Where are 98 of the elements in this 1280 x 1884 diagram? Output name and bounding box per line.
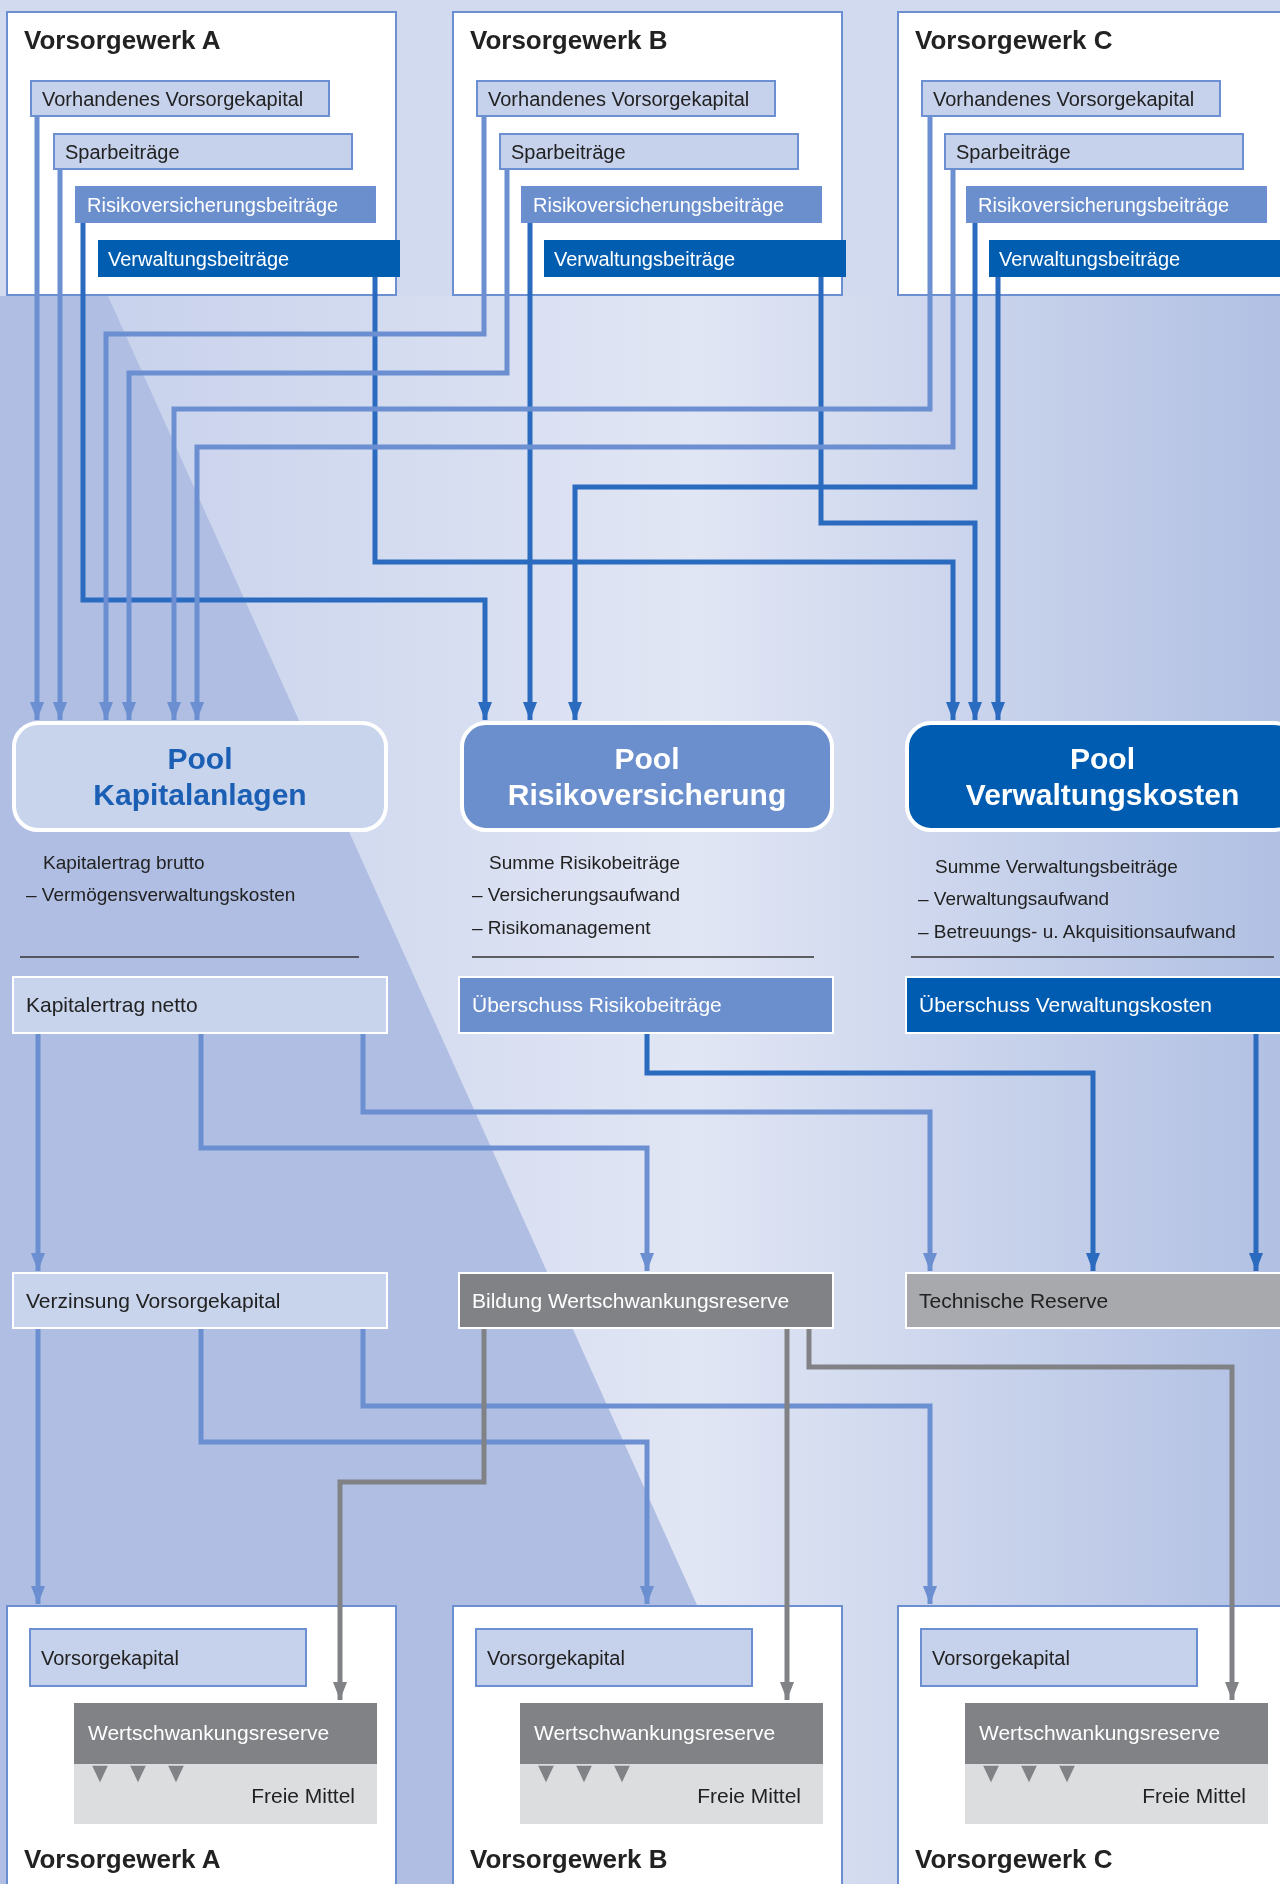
box-label: Sparbeiträge: [511, 140, 626, 163]
arrow: [122, 168, 510, 720]
box-label: Überschuss Verwaltungskosten: [919, 993, 1212, 1017]
contribution-box: [966, 186, 1267, 223]
box-label: Wertschwankungsreserve: [88, 1721, 330, 1745]
box-label: Vorhandenes Vorsorgekapital: [488, 87, 750, 110]
contribution-box: [921, 80, 1221, 117]
box-label: Sparbeiträge: [65, 140, 180, 163]
cost-item-text: – Vermögensverwaltungskosten: [26, 883, 296, 907]
arrow: [53, 168, 67, 720]
arrow: [333, 1329, 487, 1700]
box-label: Risikoversicherungsbeiträge: [87, 193, 339, 216]
cost-item-text: – Verwaltungsaufwand: [918, 887, 1110, 911]
organization-panel: [452, 1605, 843, 1884]
arrow: [360, 1034, 937, 1271]
box-label: Wertschwankungsreserve: [534, 1721, 776, 1745]
contribution-box: [75, 186, 376, 223]
panel-title: Vorsorgewerk C: [915, 1844, 1113, 1875]
arrow: [818, 275, 982, 720]
contribution-box: [476, 80, 776, 117]
cost-item-text: – Betreuungs- u. Akquisitionsaufwand: [918, 920, 1236, 944]
reserve-box: [965, 1703, 1268, 1824]
result-box: [905, 1272, 1280, 1329]
box-label: Vorhandenes Vorsorgekapital: [933, 87, 1195, 110]
box-label: Freie Mittel: [251, 1784, 355, 1808]
arrow: [644, 1034, 1100, 1271]
cost-item-text: Summe Risikobeiträge: [489, 851, 681, 875]
box-label: Risikoversicherungsbeiträge: [533, 193, 785, 216]
arrow: [991, 275, 1005, 720]
cost-item-text: – Risikomanagement: [472, 916, 651, 940]
cost-item-text: Kapitalertrag brutto: [43, 851, 205, 875]
arrow: [806, 1329, 1239, 1700]
arrow: [523, 221, 537, 720]
panel-title: Vorsorgewerk A: [24, 25, 221, 56]
box-label: Sparbeiträge: [956, 140, 1071, 163]
organization-panel: [452, 11, 843, 296]
box-label: Verwaltungsbeiträge: [999, 247, 1181, 270]
organization-panel: [897, 11, 1280, 296]
arrow: [198, 1034, 654, 1271]
result-box: [458, 1272, 834, 1329]
contribution-box: [989, 240, 1280, 277]
contribution-box: [920, 1628, 1198, 1687]
box-label: Bildung Wertschwankungsreserve: [472, 1288, 790, 1313]
cost-item-text: Summe Verwaltungsbeiträge: [935, 855, 1178, 879]
box-label: Vorsorgekapital: [487, 1646, 625, 1669]
box-label: Wertschwankungsreserve: [979, 1721, 1221, 1745]
box-label: Risikoversicherungsbeiträge: [978, 193, 1230, 216]
box-label: Vorhandenes Vorsorgekapital: [42, 87, 304, 110]
arrow: [31, 1329, 45, 1604]
cost-item-text: – Versicherungsaufwand: [472, 883, 681, 907]
arrow: [99, 115, 487, 720]
reserve-box: [74, 1703, 377, 1824]
arrow: [31, 1034, 45, 1271]
arrow: [198, 1329, 654, 1604]
arrow: [780, 1329, 794, 1700]
result-box: [12, 1272, 388, 1329]
box-label: Freie Mittel: [697, 1784, 801, 1808]
result-box: [458, 976, 834, 1034]
box-label: Verzinsung Vorsorgekapital: [26, 1288, 281, 1313]
contribution-box: [499, 133, 799, 170]
panel-title: Vorsorgewerk C: [915, 25, 1113, 56]
box-label: Kapitalertrag netto: [26, 993, 198, 1017]
panel-title: Vorsorgewerk A: [24, 1844, 221, 1875]
pool-box: [905, 721, 1280, 832]
pool-title: Pool Kapitalanlagen: [93, 740, 307, 813]
contribution-box: [544, 240, 846, 277]
pool-box: [460, 721, 834, 832]
pool-title: Pool Risikoversicherung: [507, 740, 787, 813]
contribution-box: [475, 1628, 753, 1687]
contribution-box: [30, 80, 330, 117]
contribution-box: [53, 133, 353, 170]
pool-box: [12, 721, 388, 832]
arrow: [568, 221, 978, 720]
contribution-box: [98, 240, 400, 277]
arrow: [1249, 1034, 1263, 1271]
box-label: Vorsorgekapital: [932, 1646, 1070, 1669]
panel-title: Vorsorgewerk B: [470, 25, 668, 56]
arrow: [30, 115, 44, 720]
arrow: [80, 221, 492, 720]
organization-panel: [6, 11, 397, 296]
box-label: Überschuss Risikobeiträge: [472, 993, 722, 1017]
reserve-box: [520, 1703, 823, 1824]
result-box: [905, 976, 1280, 1034]
arrow: [360, 1329, 937, 1604]
box-label: Vorsorgekapital: [41, 1646, 179, 1669]
panel-title: Vorsorgewerk B: [470, 1844, 668, 1875]
arrow: [372, 275, 960, 720]
box-label: Verwaltungsbeiträge: [554, 247, 736, 270]
box-label: Technische Reserve: [919, 1288, 1109, 1313]
box-label: Freie Mittel: [1142, 1784, 1246, 1808]
contribution-box: [944, 133, 1244, 170]
contribution-box: [29, 1628, 307, 1687]
pool-title: Pool Verwaltungskosten: [965, 740, 1240, 813]
organization-panel: [6, 1605, 397, 1884]
result-box: [12, 976, 388, 1034]
contribution-box: [521, 186, 822, 223]
organization-panel: [897, 1605, 1280, 1884]
box-label: Verwaltungsbeiträge: [108, 247, 290, 270]
